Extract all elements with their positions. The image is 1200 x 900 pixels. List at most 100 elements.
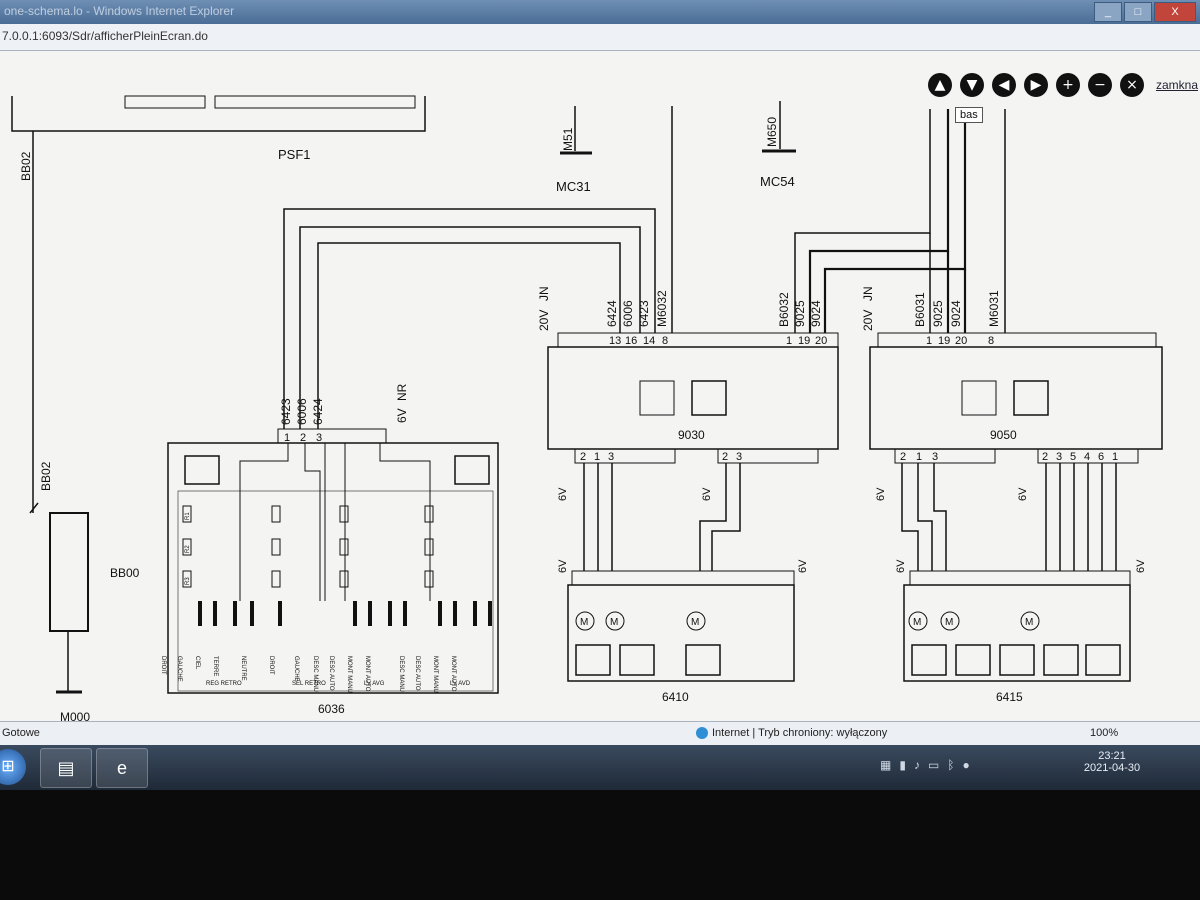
ecu2-out-pin-b: 2 (1042, 451, 1048, 463)
clock-date: 2021-04-30 (1083, 762, 1141, 774)
ecu2-wire-label: B6031 (913, 292, 927, 327)
switch-label: MONT AUTO (450, 656, 456, 692)
wire-label: 6006 (295, 398, 309, 425)
window-title: one-schema.lo - Windows Internet Explore… (4, 4, 235, 18)
ecu2-out-pin-b: 6 (1098, 451, 1104, 463)
ecu2-wire-label: 9025 (931, 300, 945, 327)
tooltip: bas (955, 107, 983, 123)
switch-label: MONT MANU (432, 656, 438, 693)
down-arrow-icon[interactable]: ▼ (959, 73, 984, 97)
switch-label: GAUCHE (293, 656, 299, 682)
globe-icon (696, 727, 708, 739)
switch-label: DROIT (160, 656, 166, 675)
ecu-9030-label: 9030 (678, 428, 705, 442)
title-bar[interactable]: one-schema.lo - Windows Internet Explore… (0, 0, 1200, 24)
ecu2-out-pin: 2 (900, 451, 906, 463)
ecu1-wire-label-b: 9024 (809, 300, 823, 327)
voltage-6v: 6V (1135, 559, 1147, 573)
module-6410-label: 6410 (662, 690, 689, 704)
bb02-top-label: BB02 (19, 151, 33, 181)
minus-icon[interactable]: − (1087, 73, 1112, 97)
switch-label: DESC AUTO (328, 656, 334, 691)
ecu1-pin: 8 (662, 335, 668, 347)
psf1-label: PSF1 (278, 147, 311, 162)
url-text[interactable]: 7.0.0.1:6093/Sdr/afficherPleinEcran.do (2, 29, 208, 43)
group-label: SEL RETRO (292, 681, 326, 687)
group-label: REG RETRO (206, 681, 242, 687)
resistor-label: R3 (185, 577, 191, 585)
bb02-bottom-label: BB02 (39, 461, 53, 491)
ecu2-pin: 20 (955, 335, 967, 347)
switch-label: GAUCHE (176, 656, 182, 682)
zoom-level[interactable]: 100% (1090, 727, 1119, 739)
connector-color-label: NR (395, 383, 409, 401)
group-label: LV AVG (364, 681, 385, 687)
m000-label: M000 (60, 710, 90, 721)
switch-label: CIEL (194, 656, 200, 670)
wiring-diagram: PSF1 BB02 BB02 BB00 M000 M51 MC31 M650 M… (11, 95, 1163, 721)
bluetooth-icon[interactable]: ᛒ (947, 758, 955, 772)
voltage-6v: 6V (701, 487, 713, 501)
resistor-label: R1 (185, 512, 191, 520)
start-button[interactable]: ⊞ (0, 749, 26, 785)
x-icon[interactable]: × (1119, 73, 1144, 97)
address-bar[interactable]: 7.0.0.1:6093/Sdr/afficherPleinEcran.do (0, 24, 1200, 51)
group-label: LV AVD (450, 681, 471, 687)
right-arrow-icon[interactable]: ▶ (1023, 73, 1048, 97)
ecu2-out-pin-b: 5 (1070, 451, 1076, 463)
network-icon[interactable]: ▦ (880, 758, 892, 772)
pin-label: 1 (284, 432, 290, 444)
motor-label: M (691, 617, 699, 628)
switch-label: MONT AUTO (364, 656, 370, 692)
motor-label: M (580, 617, 588, 628)
security-icon[interactable]: ● (962, 758, 970, 772)
switch-label: DESC AUTO (414, 656, 420, 691)
display-icon[interactable]: ▭ (927, 758, 940, 772)
m650-label: M650 (765, 117, 779, 147)
ecu2-out-pin-b: 3 (1056, 451, 1062, 463)
motor-label: M (610, 617, 618, 628)
ecu1-out-pin-b: 2 (722, 451, 728, 463)
ecu2-wire-label: M6031 (987, 290, 1001, 327)
minimize-button[interactable]: _ (1094, 2, 1122, 22)
battery-icon[interactable]: ▮ (899, 758, 906, 772)
switch-label: TERRE (212, 656, 218, 676)
switch-label: DESC MANU (312, 656, 318, 692)
volume-icon[interactable]: ♪ (913, 758, 920, 772)
ecu2-pin: 1 (926, 335, 932, 347)
taskbar: ⊞ ▤ e ▦ ▮ ♪ ▭ ᛒ ● 23:21 2021-04-30 (0, 745, 1200, 790)
ecu1-pin: 16 (625, 335, 637, 347)
ecu1-wire-label-b: B6032 (777, 292, 791, 327)
voltage-6v: 6V (557, 559, 569, 573)
close-window-button[interactable]: X (1154, 2, 1196, 22)
ecu1-out-pin: 3 (608, 451, 614, 463)
wire-label: 6423 (279, 398, 293, 425)
internet-explorer-icon[interactable]: e (96, 748, 148, 788)
plus-icon[interactable]: + (1055, 73, 1080, 97)
status-bar: Gotowe Internet | Tryb chroniony: wyłącz… (0, 721, 1200, 746)
ecu-9050-label: 9050 (990, 428, 1017, 442)
up-arrow-icon[interactable]: ▲ (927, 73, 952, 97)
switch-label: DROIT (268, 656, 274, 675)
ecu1-pin-b: 1 (786, 335, 792, 347)
left-arrow-icon[interactable]: ◀ (991, 73, 1016, 97)
module-6415-label: 6415 (996, 690, 1023, 704)
pin-label: 2 (300, 432, 306, 444)
zone-text: Internet | Tryb chroniony: wyłączony (712, 727, 888, 739)
switch-label: MONT MANU (346, 656, 352, 693)
file-explorer-icon[interactable]: ▤ (40, 748, 92, 788)
ecu2-pin: 19 (938, 335, 950, 347)
ecu2-voltage-label: 20V (861, 310, 875, 331)
close-link[interactable]: zamkna (1155, 78, 1198, 92)
security-zone[interactable]: Internet | Tryb chroniony: wyłączony (696, 727, 887, 739)
maximize-button[interactable]: □ (1124, 2, 1152, 22)
ecu1-wire-label: 6006 (621, 300, 635, 327)
clock[interactable]: 23:21 2021-04-30 (1080, 750, 1144, 774)
switch-label: NEUTRE (240, 656, 246, 681)
voltage-6v: 6V (895, 559, 907, 573)
ecu1-wire-label: M6032 (655, 290, 669, 327)
motor-label: M (945, 617, 953, 628)
window-controls: _ □ X (1094, 2, 1196, 22)
ecu1-pin: 14 (643, 335, 655, 347)
ecu1-wire-label: 6424 (605, 300, 619, 327)
